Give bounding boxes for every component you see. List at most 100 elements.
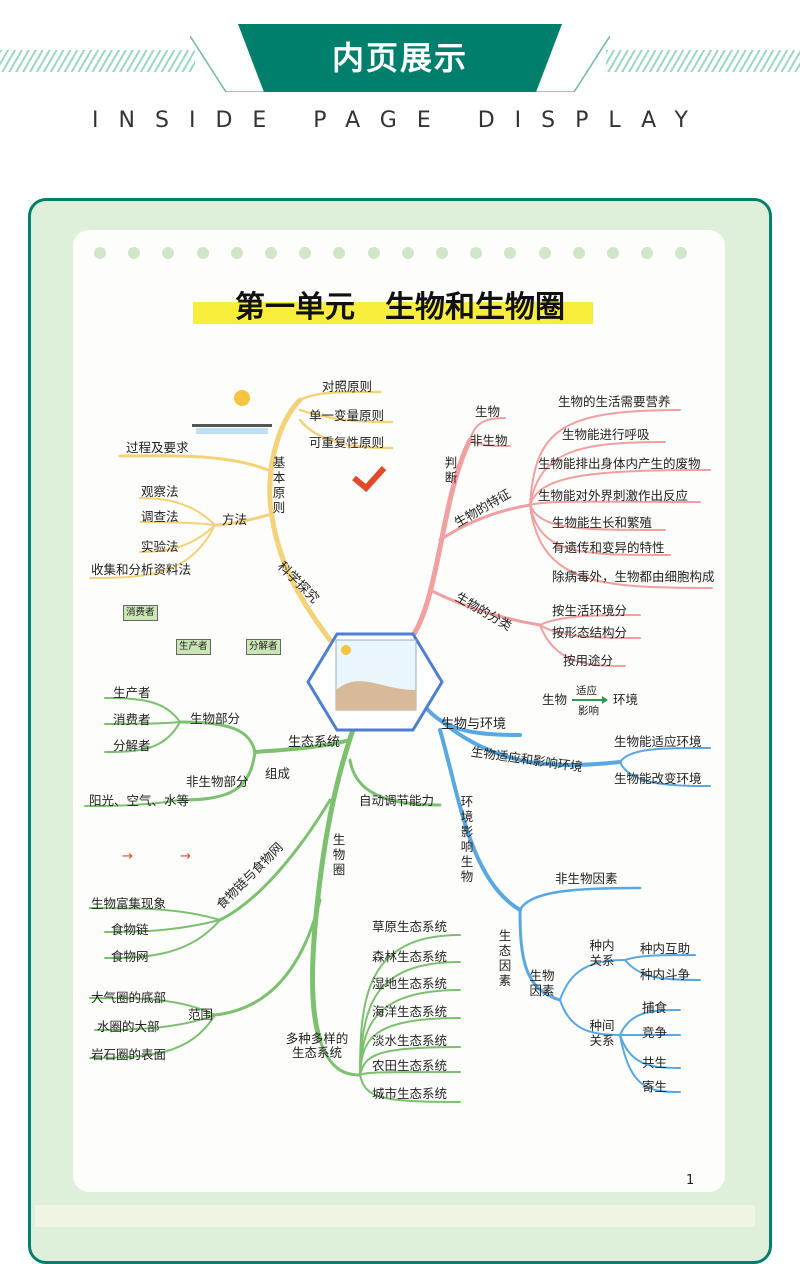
binder-dot <box>265 247 277 259</box>
principle-1: 对照原则 <box>322 379 373 394</box>
self-adjust: 自动调节能力 <box>359 793 435 808</box>
binder-dot <box>162 247 175 259</box>
inter-2: 竞争 <box>642 1025 668 1040</box>
feature-7: 除病毒外，生物都由细胞构成 <box>552 569 715 584</box>
bio-item-3: 分解者 <box>113 738 151 753</box>
bottom-strip <box>35 1205 755 1227</box>
intra-2: 种内斗争 <box>640 967 691 982</box>
binder-dot <box>538 247 551 259</box>
title-highlight <box>193 302 593 324</box>
judge-bio: 生物 <box>475 404 501 419</box>
range-2: 水圈的大部 <box>97 1019 160 1034</box>
range-1: 大气圈的底部 <box>91 990 167 1005</box>
factors-label: 生态因素 <box>498 928 512 988</box>
eco-type-1: 草原生态系统 <box>372 919 448 934</box>
method-2: 调查法 <box>141 509 179 524</box>
inter-label: 种间关系 <box>589 1018 615 1048</box>
page-title: 第一单元 生物和生物圈 <box>235 290 565 325</box>
feature-5: 生物能生长和繁殖 <box>552 515 653 530</box>
binder-dot <box>196 247 209 259</box>
biosphere-label: 生物圈 <box>332 832 346 877</box>
decomposer-tag: 分解者 <box>246 639 281 655</box>
food-item-2: 食物链 <box>111 922 149 937</box>
binder-dot <box>367 247 380 259</box>
header-subtitle: INSIDE PAGE DISPLAY <box>92 108 708 133</box>
process-label: 过程及要求 <box>126 440 189 455</box>
binder-dot <box>401 247 414 259</box>
judge-nonbio: 非生物 <box>470 433 508 448</box>
env-item-1: 生物能适应环境 <box>614 734 702 749</box>
binder-dot <box>607 247 619 259</box>
inter-3: 共生 <box>642 1055 668 1070</box>
intra-1: 种内互助 <box>640 941 691 956</box>
svg-text:→: → <box>180 849 191 864</box>
consumer-tag: 消费者 <box>123 605 158 621</box>
classify-2: 按形态结构分 <box>552 625 628 640</box>
classify-1: 按生活环境分 <box>552 603 628 618</box>
page-number: 1 <box>686 1173 695 1188</box>
binder-dot <box>436 247 448 259</box>
binder-dot <box>504 247 517 259</box>
eco-type-3: 湿地生态系统 <box>372 976 448 991</box>
range-label: 范围 <box>188 1007 214 1022</box>
bio-item-2: 消费者 <box>113 712 151 727</box>
method-3: 实验法 <box>141 539 179 554</box>
env-label: 生物与环境 <box>441 717 507 732</box>
binder-dot <box>641 247 654 259</box>
adapt-label: 适应 <box>576 685 597 697</box>
eco-type-5: 淡水生态系统 <box>372 1033 448 1048</box>
affect-label: 影响 <box>578 705 599 717</box>
method-1: 观察法 <box>141 484 179 499</box>
eco-label: 生态系统 <box>288 735 341 750</box>
eco-type-7: 城市生态系统 <box>372 1086 448 1101</box>
judge-label: 判断 <box>444 455 458 485</box>
abio-items: 阳光、空气、水等 <box>89 793 190 808</box>
header-title: 内页展示 <box>238 24 562 92</box>
abio-part-label: 非生物部分 <box>186 774 249 789</box>
adapt-env: 环境 <box>613 692 639 707</box>
inter-4: 寄生 <box>642 1079 668 1094</box>
binder-dot <box>675 247 688 259</box>
range-3: 岩石圈的表面 <box>91 1047 167 1062</box>
eco-type-2: 森林生态系统 <box>372 949 448 964</box>
producer-tag: 生产者 <box>176 639 211 655</box>
abiotic-label: 非生物因素 <box>555 871 618 886</box>
principle-3: 可重复性原则 <box>309 435 385 450</box>
binder-dot <box>230 247 243 259</box>
binder-dot <box>470 247 483 259</box>
compose-label: 组成 <box>265 766 291 781</box>
food-item-1: 生物富集现象 <box>91 896 167 911</box>
header-hatch-left <box>0 50 195 72</box>
binder-dot <box>572 247 585 259</box>
binder-dot <box>299 247 312 259</box>
feature-6: 有遗传和变异的特性 <box>552 540 665 555</box>
env-item-2: 生物能改变环境 <box>614 771 702 786</box>
svg-text:→: → <box>122 849 133 864</box>
feature-3: 生物能排出身体内产生的废物 <box>538 456 701 471</box>
method-4: 收集和分析资料法 <box>91 562 192 577</box>
food-item-3: 食物网 <box>111 949 149 964</box>
principles-label: 基本原则 <box>272 455 286 515</box>
influence-label: 环境影响生物 <box>460 794 474 884</box>
inter-1: 捕食 <box>642 1000 668 1015</box>
classify-3: 按用途分 <box>563 653 614 668</box>
header-hatch-right <box>606 50 800 72</box>
intra-label: 种内关系 <box>589 938 615 968</box>
binder-dot <box>333 247 346 259</box>
eco-type-6: 农田生态系统 <box>372 1058 448 1073</box>
feature-4: 生物能对外界刺激作出反应 <box>538 488 689 503</box>
feature-1: 生物的生活需要营养 <box>558 394 671 409</box>
bio-part-label: 生物部分 <box>190 711 241 726</box>
bio-item-1: 生产者 <box>113 685 151 700</box>
adapt-bio: 生物 <box>542 692 568 707</box>
principle-2: 单一变量原则 <box>309 408 385 423</box>
eco-type-4: 海洋生态系统 <box>372 1004 448 1019</box>
methods-label: 方法 <box>222 512 248 527</box>
mindmap-branches: → → <box>84 390 713 1103</box>
binder-dot <box>128 247 141 259</box>
feature-2: 生物能进行呼吸 <box>562 427 650 442</box>
banner-outline <box>190 36 610 92</box>
binder-dot <box>94 247 106 259</box>
diverse-label: 多种多样的生态系统 <box>285 1031 349 1060</box>
bio-factors-label: 生物因素 <box>529 968 555 998</box>
